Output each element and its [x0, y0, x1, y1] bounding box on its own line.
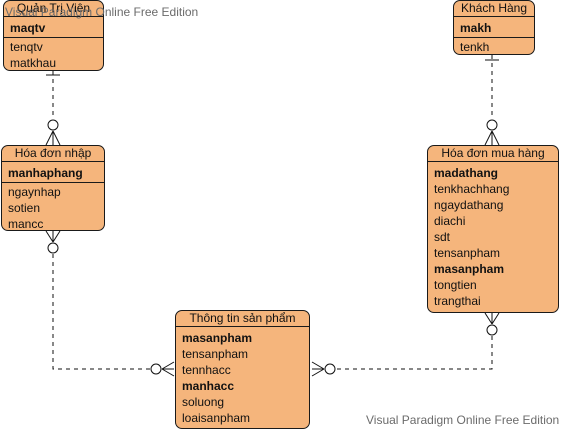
- attribute: matkhau: [10, 56, 57, 70]
- entity-khach-hang[interactable]: Khách Hàng makh tenkh: [453, 0, 535, 55]
- watermark-bottom: Visual Paradigm Online Free Edition: [366, 413, 560, 427]
- entity-title: Khách Hàng: [454, 1, 534, 17]
- key-attribute: masanpham: [434, 262, 505, 276]
- attribute: tenkh: [460, 40, 490, 54]
- attribute: diachi: [434, 214, 466, 228]
- attribute: ngaydathang: [434, 198, 504, 212]
- relationship-hoa-don-mua-hang-thong-tin-san-pham[interactable]: [311, 312, 500, 377]
- entity-hoa-don-mua-hang[interactable]: Hóa đơn mua hàng madathang tenkhachhang nga…: [427, 145, 559, 313]
- entity-title: Hóa đơn mua hàng: [428, 146, 558, 162]
- key-separator: [4, 37, 103, 38]
- attribute: tensanpham: [434, 246, 501, 260]
- attribute: tensanpham: [182, 347, 249, 361]
- attribute: sdt: [434, 230, 451, 244]
- key-separator: [2, 182, 104, 183]
- entity-attributes: manhaphang ngaynhap sotien mancc: [2, 162, 104, 232]
- entity-quan-tri-vien[interactable]: Quản Trị Viên maqtv tenqtv matkhau: [3, 0, 104, 71]
- entity-thong-tin-san-pham[interactable]: Thông tin sản phẩm masanpham tensanpham ten…: [175, 310, 310, 429]
- entity-title: Thông tin sản phẩm: [176, 311, 309, 327]
- attribute: sotien: [8, 201, 41, 215]
- key-attribute: makh: [460, 21, 492, 35]
- key-attribute: maqtv: [10, 21, 46, 35]
- attribute: mancc: [8, 217, 44, 231]
- entity-title: Hóa đơn nhập: [2, 146, 104, 162]
- relationship-quan-tri-vien-hoa-don-nhap[interactable]: [45, 71, 61, 146]
- attribute: tennhacc: [182, 363, 231, 377]
- entity-attributes: madathang tenkhachhang ngaydathang diachi sd…: [428, 162, 558, 309]
- entity-attributes: maqtv tenqtv matkhau: [4, 17, 103, 71]
- key-attribute: manhaphang: [8, 166, 83, 180]
- entity-attributes: masanpham tensanpham tennhacc manhacc soluon…: [176, 327, 309, 426]
- key-attribute: masanpham: [182, 331, 253, 345]
- watermark-top: Visual Paradigm Online Free Edition: [5, 5, 199, 19]
- relationship-hoa-don-nhap-thong-tin-san-pham[interactable]: [45, 230, 175, 377]
- relationship-khach-hang-hoa-don-mua-hang[interactable]: [484, 55, 500, 146]
- attribute: soluong: [182, 395, 225, 409]
- key-attribute: manhacc: [182, 379, 235, 393]
- attribute: trangthai: [434, 294, 481, 308]
- entity-hoa-don-nhap[interactable]: Hóa đơn nhập manhaphang ngaynhap sotien manc…: [1, 145, 105, 231]
- attribute: tongtien: [434, 278, 477, 292]
- attribute: ngaynhap: [8, 185, 61, 199]
- key-attribute: madathang: [434, 166, 499, 180]
- key-separator: [454, 37, 534, 38]
- entity-attributes: makh tenkh: [454, 17, 534, 55]
- entity-title: Quản Trị Viên: [4, 1, 103, 17]
- attribute: tenqtv: [10, 40, 43, 54]
- attribute: loaisanpham: [182, 411, 251, 425]
- attribute: tenkhachhang: [434, 182, 510, 196]
